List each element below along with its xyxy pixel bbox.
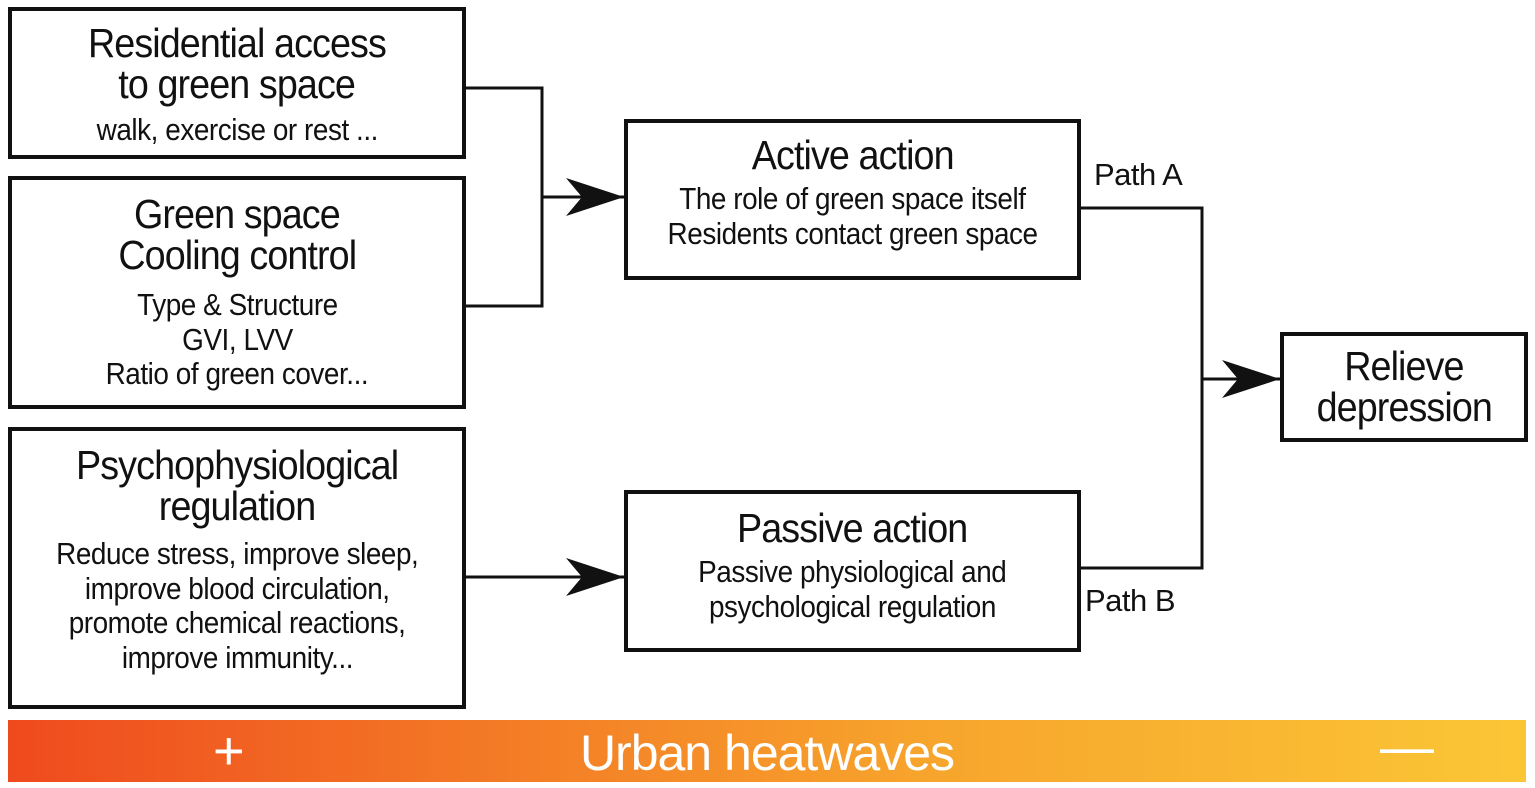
arrowhead-passive-icon [566, 558, 624, 596]
passive-detail-1: Passive physiological and [698, 554, 1007, 589]
psychophysiological-box: Psychophysiological regulation Reduce st… [8, 427, 466, 709]
relieve-title-2: depression [1316, 384, 1492, 430]
passive-action-box: Passive action Passive physiological and… [624, 490, 1081, 652]
psycho-title-2: regulation [158, 483, 316, 529]
active-detail-1: The role of green space itself [679, 181, 1026, 216]
cooling-detail-1: Type & Structure [136, 287, 338, 322]
green-space-cooling-box: Green space Cooling control Type & Struc… [8, 176, 466, 409]
active-title: Active action [751, 132, 955, 178]
cooling-title-1: Green space [134, 191, 341, 237]
cooling-detail-3: Ratio of green cover... [105, 356, 369, 392]
plus-icon: + [213, 721, 245, 781]
residential-access-box: Residential access to green space walk, … [8, 7, 466, 159]
passive-detail-2: psychological regulation [709, 588, 996, 624]
cooling-title-2: Cooling control [118, 232, 357, 278]
residential-title-2: to green space [118, 61, 357, 107]
psycho-detail-1: Reduce stress, improve sleep, [55, 536, 419, 571]
psycho-title-1: Psychophysiological [75, 442, 399, 488]
active-detail-2: Residents contact green space [667, 215, 1038, 251]
urban-heatwaves-bar: + Urban heatwaves — [8, 717, 1526, 782]
path-a-label: Path A [1094, 157, 1183, 192]
connector-top-left [466, 86, 544, 308]
psycho-detail-2: improve blood circulation, [84, 570, 390, 606]
urban-heatwaves-label: Urban heatwaves [579, 725, 955, 781]
path-a-line [1081, 206, 1204, 570]
minus-icon: — [1380, 717, 1434, 777]
arrowhead-active-icon [566, 178, 624, 216]
cooling-detail-2: GVI, LVV [181, 321, 293, 357]
residential-detail: walk, exercise or rest ... [96, 112, 378, 147]
passive-title: Passive action [737, 505, 968, 551]
residential-title-1: Residential access [88, 20, 387, 66]
active-action-box: Active action The role of green space it… [624, 119, 1081, 280]
arrowhead-relieve-icon [1222, 360, 1280, 398]
relieve-title-1: Relieve [1344, 343, 1464, 389]
path-b-label: Path B [1085, 583, 1176, 618]
psycho-detail-3: promote chemical reactions, [68, 605, 406, 641]
psycho-detail-4: improve immunity... [121, 640, 353, 676]
relieve-depression-box: Relieve depression [1280, 332, 1528, 442]
